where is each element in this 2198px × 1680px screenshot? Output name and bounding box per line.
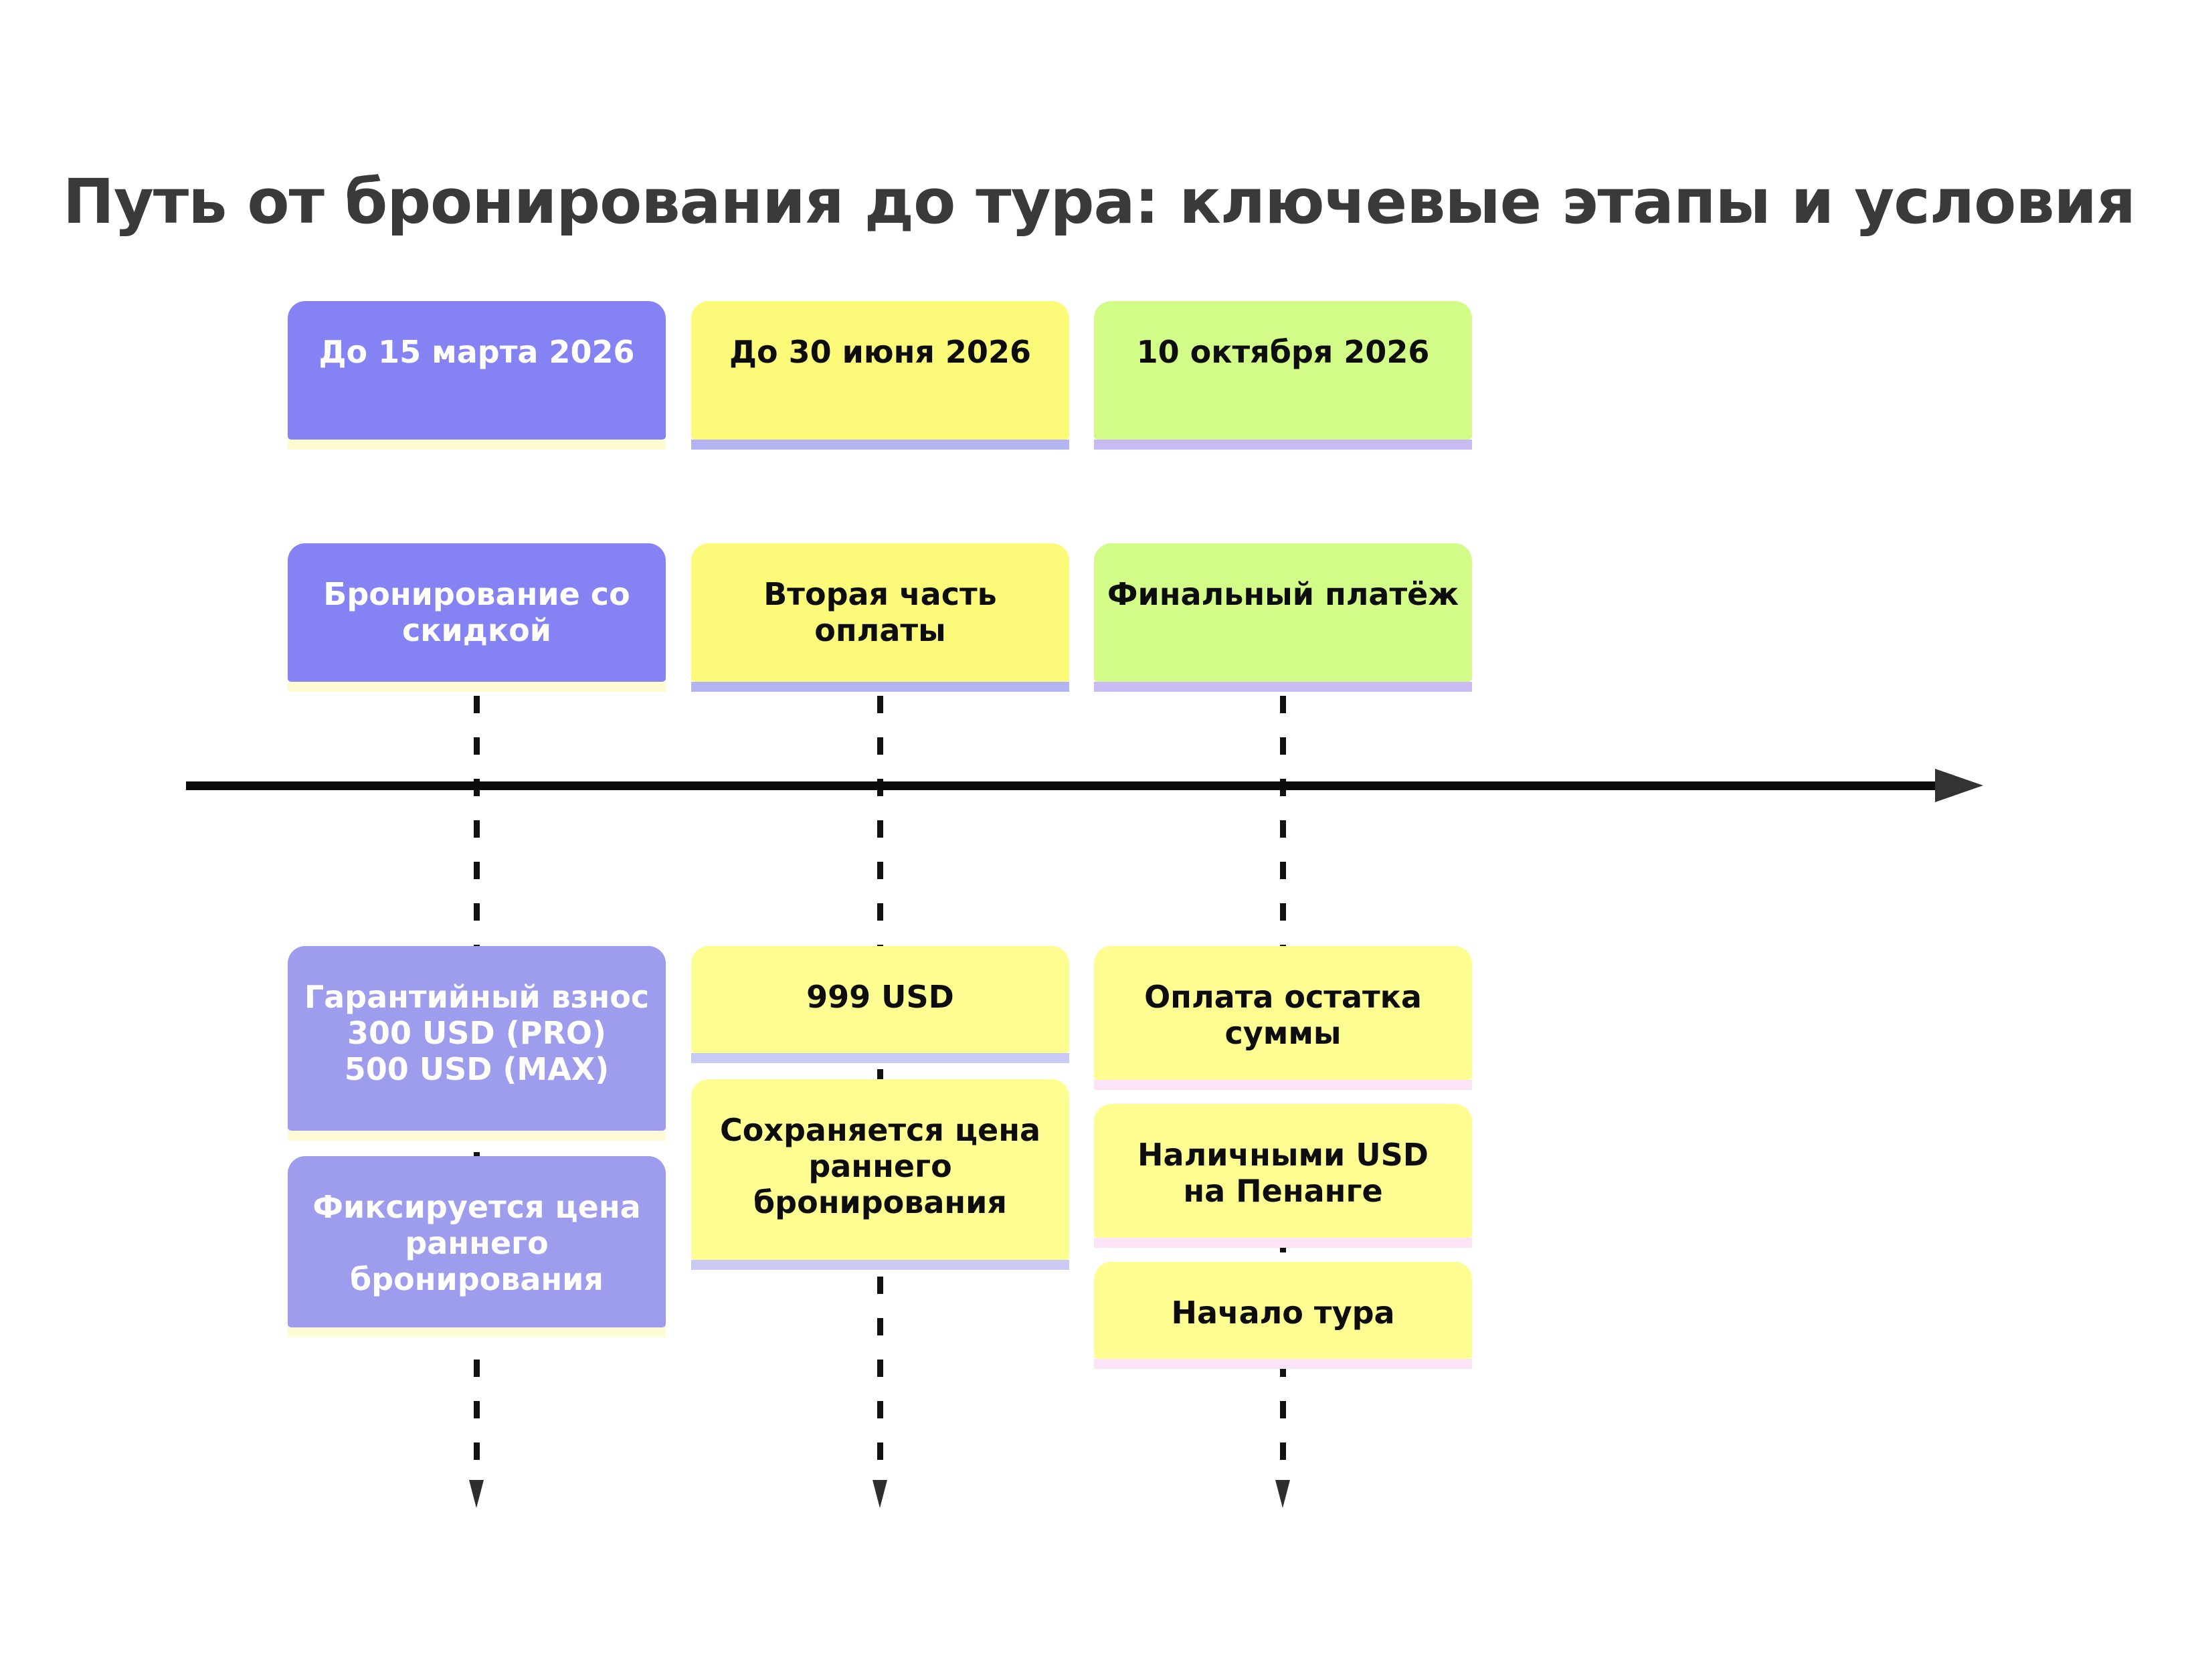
stage-card-col1: Бронирование со скидкой — [288, 543, 666, 692]
timeline-arrowhead-icon — [1935, 769, 1983, 802]
shadow-strip — [288, 682, 666, 692]
shadow-strip — [288, 1327, 666, 1337]
detail-card-col1-2: Фиксируется цена раннего бронирования — [288, 1156, 666, 1337]
shadow-strip — [1094, 682, 1472, 692]
page-title: Путь от бронирования до тура: ключевые э… — [62, 166, 2136, 238]
stage-label-col3: Финальный платёж — [1094, 543, 1472, 682]
shadow-strip — [1094, 1238, 1472, 1248]
date-label-col1: До 15 марта 2026 — [288, 301, 666, 440]
down-arrowhead-col1-icon — [469, 1480, 484, 1508]
shadow-strip — [288, 1131, 666, 1141]
shadow-strip — [288, 440, 666, 450]
detail-label-col3-2: Наличными USD на Пенанге — [1094, 1104, 1472, 1238]
down-arrowhead-col2-icon — [873, 1480, 887, 1508]
shadow-strip — [691, 1260, 1069, 1270]
shadow-strip — [691, 682, 1069, 692]
shadow-strip — [691, 440, 1069, 450]
detail-card-col1-1: Гарантийный взнос 300 USD (PRO) 500 USD … — [288, 946, 666, 1141]
detail-label-col3-3: Начало тура — [1094, 1262, 1472, 1359]
detail-label-col2-1: 999 USD — [691, 946, 1069, 1053]
detail-card-col2-2: Сохраняется цена раннего бронирования — [691, 1079, 1069, 1270]
detail-label-col1-2: Фиксируется цена раннего бронирования — [288, 1156, 666, 1327]
stage-card-col3: Финальный платёж — [1094, 543, 1472, 692]
down-arrowhead-col3-icon — [1275, 1480, 1290, 1508]
detail-label-col3-1: Оплата остатка суммы — [1094, 946, 1472, 1080]
date-card-col3: 10 октября 2026 — [1094, 301, 1472, 450]
timeline-axis — [186, 781, 1935, 790]
detail-label-col1-1: Гарантийный взнос 300 USD (PRO) 500 USD … — [288, 946, 666, 1131]
date-label-col3: 10 октября 2026 — [1094, 301, 1472, 440]
shadow-strip — [1094, 1359, 1472, 1369]
detail-label-col2-2: Сохраняется цена раннего бронирования — [691, 1079, 1069, 1260]
stage-label-col1: Бронирование со скидкой — [288, 543, 666, 682]
shadow-strip — [691, 1053, 1069, 1063]
date-card-col1: До 15 марта 2026 — [288, 301, 666, 450]
detail-card-col3-2: Наличными USD на Пенанге — [1094, 1104, 1472, 1248]
date-card-col2: До 30 июня 2026 — [691, 301, 1069, 450]
stage-label-col2: Вторая часть оплаты — [691, 543, 1069, 682]
detail-card-col3-3: Начало тура — [1094, 1262, 1472, 1369]
shadow-strip — [1094, 1080, 1472, 1090]
shadow-strip — [1094, 440, 1472, 450]
detail-card-col2-1: 999 USD — [691, 946, 1069, 1063]
stage-card-col2: Вторая часть оплаты — [691, 543, 1069, 692]
date-label-col2: До 30 июня 2026 — [691, 301, 1069, 440]
detail-card-col3-1: Оплата остатка суммы — [1094, 946, 1472, 1090]
